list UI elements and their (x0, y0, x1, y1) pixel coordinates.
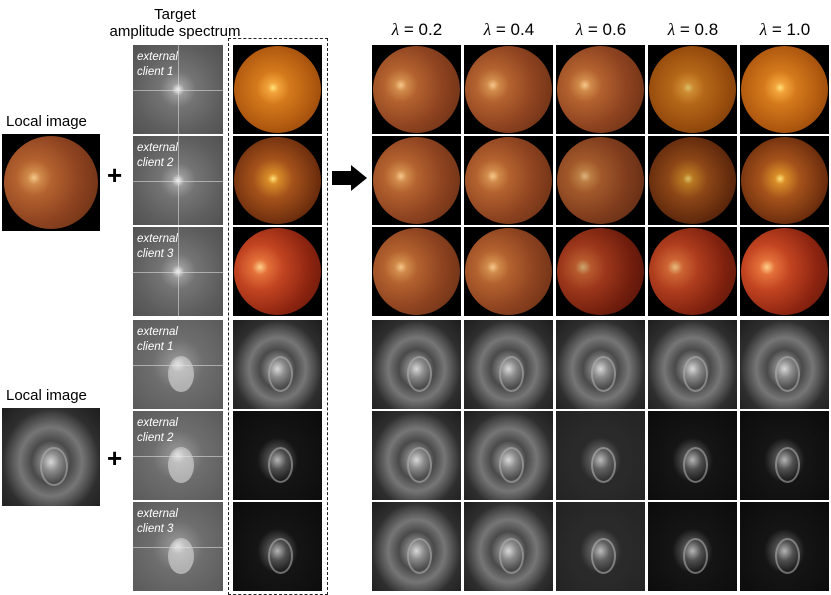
result-fundus-c2-l1 (464, 136, 553, 225)
target-mri-client-3 (233, 502, 322, 591)
target-spectrum-title: Target amplitude spectrum (100, 6, 250, 40)
lambda-label-1: λ = 0.4 (483, 20, 535, 39)
lambda-label-3: λ = 0.8 (667, 20, 719, 39)
result-mri-c3-l2 (556, 502, 645, 591)
result-fundus-c2-l4 (740, 136, 829, 225)
result-mri-c2-l2 (556, 411, 645, 500)
arrow-body (332, 171, 352, 185)
lambda-label-2: λ = 0.6 (575, 20, 627, 39)
result-fundus-c1-l1 (464, 45, 553, 134)
local-fundus-image (2, 134, 100, 231)
result-mri-c3-l4 (740, 502, 829, 591)
result-fundus-c1-l3 (648, 45, 737, 134)
result-mri-c2-l0 (372, 411, 461, 500)
result-mri-c1-l1 (464, 320, 553, 409)
plus-sign-fundus: + (107, 160, 123, 190)
result-mri-c1-l0 (372, 320, 461, 409)
lambda-label-4: λ = 1.0 (759, 20, 811, 39)
result-fundus-c2-l2 (556, 136, 645, 225)
result-mri-c1-l4 (740, 320, 829, 409)
result-mri-c3-l3 (648, 502, 737, 591)
local-mri-image (2, 408, 100, 506)
local-image-label-mri: Local image (6, 387, 87, 404)
result-mri-c1-l2 (556, 320, 645, 409)
result-fundus-c3-l4 (740, 227, 829, 316)
result-fundus-c3-l1 (464, 227, 553, 316)
plus-sign-mri: + (107, 443, 123, 473)
result-mri-c2-l3 (648, 411, 737, 500)
result-fundus-c1-l0 (372, 45, 461, 134)
result-fundus-c3-l3 (648, 227, 737, 316)
result-mri-c2-l1 (464, 411, 553, 500)
result-mri-c2-l4 (740, 411, 829, 500)
target-title-line1: Target (154, 6, 196, 23)
local-image-label-fundus: Local image (6, 113, 87, 130)
result-fundus-c2-l3 (648, 136, 737, 225)
arrow-head-icon (351, 165, 367, 191)
target-fundus-client-1 (233, 45, 322, 134)
result-fundus-c2-l0 (372, 136, 461, 225)
result-fundus-c1-l2 (556, 45, 645, 134)
result-mri-c1-l3 (648, 320, 737, 409)
lambda-label-0: λ = 0.2 (391, 20, 443, 39)
target-fundus-client-3 (233, 227, 322, 316)
target-fundus-client-2 (233, 136, 322, 225)
result-fundus-c3-l2 (556, 227, 645, 316)
target-title-line2: amplitude spectrum (109, 23, 241, 40)
result-fundus-c3-l0 (372, 227, 461, 316)
target-mri-client-1 (233, 320, 322, 409)
result-mri-c3-l1 (464, 502, 553, 591)
target-mri-client-2 (233, 411, 322, 500)
result-fundus-c1-l4 (740, 45, 829, 134)
result-mri-c3-l0 (372, 502, 461, 591)
